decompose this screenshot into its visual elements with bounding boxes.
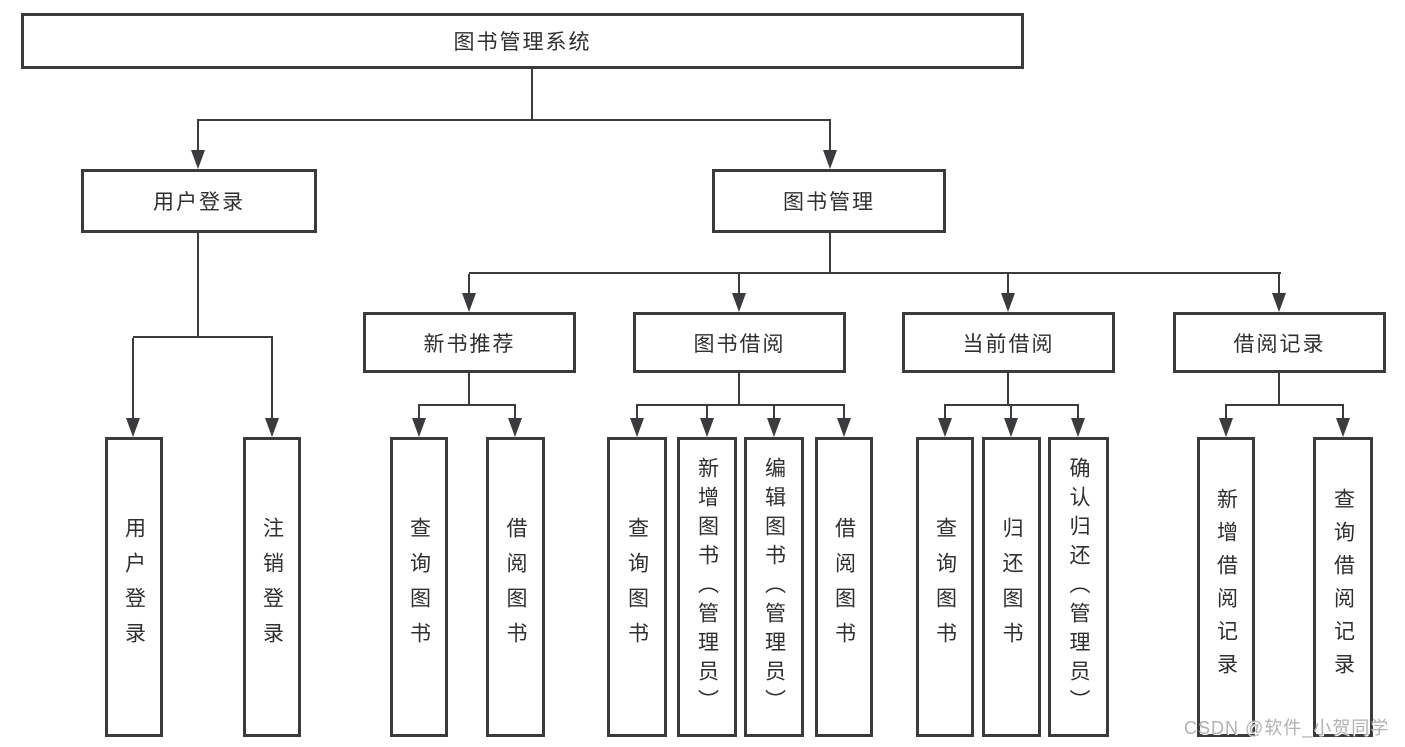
arrowhead-down-icon [191,150,205,169]
node-book-mgmt: 图书管理 [712,169,946,233]
edge-line [133,336,273,338]
leaf-label: 查询图书 [625,517,649,657]
edge-line [1225,404,1344,406]
leaf-label: 注销登录 [260,517,284,657]
edge-line [1278,373,1280,406]
node-root: 图书管理系统 [21,13,1024,69]
arrowhead-down-icon [700,418,714,437]
node-leaf-cb-query: 查询图书 [916,437,974,737]
node-leaf-br-query: 查询借阅记录 [1313,437,1373,737]
edge-line [636,406,638,419]
node-leaf-bb-add: 新增图书（管理员） [677,437,737,737]
arrowhead-down-icon [1219,418,1233,437]
arrowhead-down-icon [837,418,851,437]
arrowhead-down-icon [1004,418,1018,437]
node-book-borrow: 图书借阅 [633,312,846,373]
node-new-book-rec: 新书推荐 [363,312,576,373]
arrowhead-down-icon [1071,418,1085,437]
leaf-label: 用户登录 [122,517,146,657]
leaf-label: 借阅图书 [504,517,527,657]
edge-line [843,406,845,419]
edge-line [132,338,134,418]
edge-line [829,233,831,274]
arrowhead-down-icon [767,418,781,437]
node-leaf-br-add: 新增借阅记录 [1197,437,1255,737]
edge-line [197,233,199,338]
edge-line [706,406,708,419]
edge-line [418,404,516,406]
edge-line [469,272,1281,274]
edge-line [271,338,273,418]
node-current-borrow: 当前借阅 [902,312,1115,373]
leaf-label: 查询借阅记录 [1331,488,1355,686]
node-leaf-logout: 注销登录 [243,437,301,737]
arrowhead-down-icon [1272,293,1286,312]
node-user-login: 用户登录 [81,169,317,233]
leaf-label: 查询图书 [407,517,431,657]
watermark-text: CSDN @软件_小贺同学 [1184,718,1390,738]
edge-line [198,119,831,121]
leaf-label: 新增图书（管理员） [695,456,719,718]
leaf-label: 编辑图书（管理员） [762,456,786,718]
edge-line [468,373,470,406]
edge-line [829,119,831,151]
edge-line [773,406,775,419]
arrowhead-down-icon [126,418,140,437]
edge-line [1077,406,1079,419]
node-leaf-user-login: 用户登录 [105,437,163,737]
edge-line [514,406,516,419]
edge-line [1007,373,1009,406]
leaf-label: 借阅图书 [832,517,856,657]
edge-line [636,404,845,406]
node-leaf-bb-edit: 编辑图书（管理员） [744,437,804,737]
arrowhead-down-icon [508,418,522,437]
edge-line [1278,274,1280,294]
leaf-label: 确认归还（管理员） [1067,456,1090,718]
node-leaf-rec-borrow: 借阅图书 [486,437,545,737]
node-leaf-rec-query: 查询图书 [390,437,448,737]
edge-line [738,373,740,406]
leaf-label: 新增借阅记录 [1214,488,1238,686]
node-leaf-bb-query: 查询图书 [607,437,667,737]
node-leaf-cb-confirm: 确认归还（管理员） [1048,437,1109,737]
edge-line [197,119,199,151]
arrowhead-down-icon [732,293,746,312]
edge-line [418,406,420,419]
edge-line [738,274,740,294]
edge-line [1342,406,1344,419]
edge-line [944,406,946,419]
arrowhead-down-icon [938,418,952,437]
arrowhead-down-icon [1001,293,1015,312]
arrowhead-down-icon [823,150,837,169]
edge-line [944,404,1079,406]
arrowhead-down-icon [412,418,426,437]
leaf-label: 查询图书 [933,517,957,657]
edge-line [468,274,470,294]
leaf-label: 归还图书 [1000,517,1023,657]
edge-line [531,68,533,119]
node-leaf-bb-borrow: 借阅图书 [815,437,873,737]
node-borrow-records: 借阅记录 [1173,312,1386,373]
edge-line [1007,274,1009,294]
edge-line [1010,406,1012,419]
arrowhead-down-icon [1336,418,1350,437]
arrowhead-down-icon [630,418,644,437]
arrowhead-down-icon [265,418,279,437]
edge-line [1225,406,1227,419]
arrowhead-down-icon [462,293,476,312]
node-leaf-cb-return: 归还图书 [982,437,1041,737]
